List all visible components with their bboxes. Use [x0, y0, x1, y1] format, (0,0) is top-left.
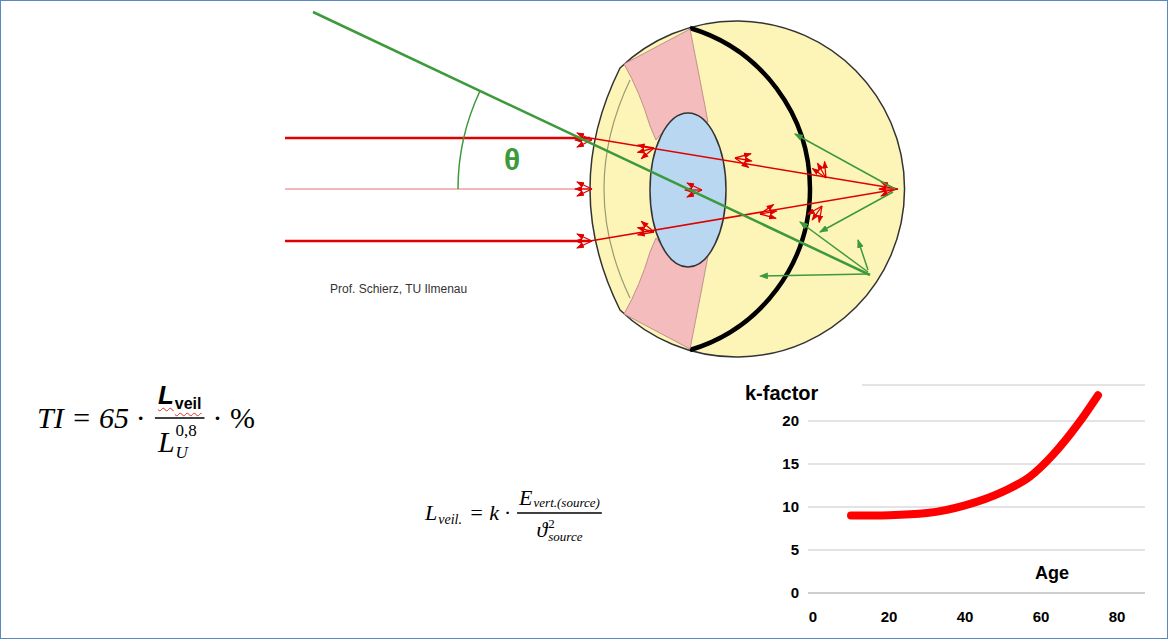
angle-symbol: θ: [504, 143, 520, 178]
tick-label: 10: [782, 498, 799, 515]
formula-subscript: vert.(source): [534, 496, 600, 511]
scatter-ray: [760, 274, 868, 276]
scatter-fan: [734, 151, 753, 168]
tick-label: 0: [791, 584, 799, 601]
scatter-ray: [820, 192, 893, 232]
formula-symbol: L: [425, 500, 437, 525]
cornea: [604, 80, 630, 298]
scatter-fan: [575, 182, 592, 196]
glare-ray: [313, 12, 870, 275]
tick-label: 60: [1033, 608, 1050, 625]
formula-term: TI = 65 ·: [37, 401, 144, 436]
formula-subscript: veil.: [438, 512, 462, 528]
formula-subscript: source: [548, 530, 582, 545]
gridline: [862, 385, 1145, 386]
k-factor-curve: [851, 395, 1098, 515]
scatter-fan: [807, 202, 828, 224]
angle-arc: [458, 91, 480, 189]
light-ray: [285, 137, 590, 140]
tick-label: 20: [782, 412, 799, 429]
axis-title: Age: [1035, 563, 1069, 584]
scatter-fan: [575, 234, 592, 248]
gridline: [808, 421, 1145, 422]
x-axis: [808, 592, 1145, 593]
formula-term: = k ·: [469, 500, 510, 525]
formula-symbol: L: [158, 381, 174, 411]
formula-symbol: L: [158, 425, 175, 460]
formula-symbol: E: [519, 485, 532, 510]
formula-exponent: 0,8: [176, 421, 197, 441]
tick-label: 15: [782, 455, 799, 472]
tick-label: 20: [881, 608, 898, 625]
scatter-ray: [858, 240, 868, 270]
scatter-ray: [795, 134, 895, 189]
scatter-ray: [800, 222, 868, 272]
axis-title: k-factor: [745, 382, 818, 405]
formula-subscript: veil: [175, 395, 202, 413]
k-factor-chart: [808, 385, 1145, 593]
tick-label: 5: [791, 541, 799, 558]
gridline: [808, 464, 1145, 465]
formula-symbol: ϑ: [536, 517, 547, 542]
light-ray: [285, 240, 590, 243]
credit-text: Prof. Schierz, TU Ilmenau: [330, 283, 467, 297]
gridline: [808, 507, 1145, 508]
formula-term: · %: [213, 401, 255, 436]
fraction-bar: [517, 512, 602, 513]
scatter-fan: [636, 221, 656, 239]
eye-illustration: [590, 21, 905, 357]
tick-label: 80: [1109, 608, 1126, 625]
formula-subscript: U: [176, 443, 188, 463]
scatter-fan: [759, 204, 778, 221]
gridline: [808, 550, 1145, 551]
fraction-bar: [155, 417, 205, 418]
scatter-fan: [636, 141, 656, 159]
scatter-fan: [811, 160, 832, 182]
eye-globe: [590, 21, 905, 357]
tick-label: 0: [809, 608, 817, 625]
tick-label: 40: [957, 608, 974, 625]
